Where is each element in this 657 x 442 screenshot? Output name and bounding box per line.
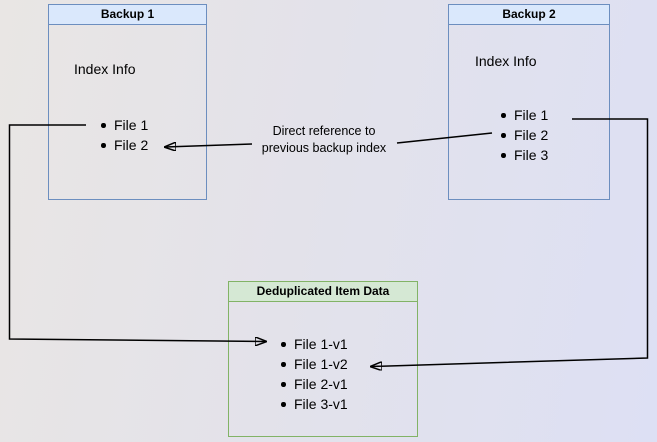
dedup-file-list: File 1-v1 File 1-v2 File 2-v1 File 3-v1 xyxy=(281,334,348,414)
list-item: File 1 xyxy=(101,115,148,135)
backup1-body: Index Info File 1 File 2 xyxy=(49,25,206,199)
list-item: File 3-v1 xyxy=(281,394,348,414)
list-item: File 1-v1 xyxy=(281,334,348,354)
dedup-box: Deduplicated Item Data File 1-v1 File 1-… xyxy=(228,281,418,437)
backup2-subtitle: Index Info xyxy=(475,53,537,69)
backup1-title: Backup 1 xyxy=(49,5,206,25)
backup2-title: Backup 2 xyxy=(449,5,609,25)
backup2-body: Index Info File 1 File 2 File 3 xyxy=(449,25,609,199)
backup1-file-list: File 1 File 2 xyxy=(101,115,148,155)
list-item: File 2 xyxy=(501,125,548,145)
list-item: File 1 xyxy=(501,105,548,125)
backup2-box: Backup 2 Index Info File 1 File 2 File 3 xyxy=(448,4,610,200)
list-item: File 2-v1 xyxy=(281,374,348,394)
list-item: File 3 xyxy=(501,145,548,165)
edge-label: Direct reference to previous backup inde… xyxy=(234,123,414,157)
dedup-body: File 1-v1 File 1-v2 File 2-v1 File 3-v1 xyxy=(229,302,417,436)
dedup-title: Deduplicated Item Data xyxy=(229,282,417,302)
list-item: File 1-v2 xyxy=(281,354,348,374)
list-item: File 2 xyxy=(101,135,148,155)
backup2-file-list: File 1 File 2 File 3 xyxy=(501,105,548,165)
edge-label-line2: previous backup index xyxy=(261,141,387,155)
backup1-box: Backup 1 Index Info File 1 File 2 xyxy=(48,4,207,200)
edge-label-line1: Direct reference to xyxy=(272,124,376,138)
backup1-subtitle: Index Info xyxy=(74,61,136,77)
